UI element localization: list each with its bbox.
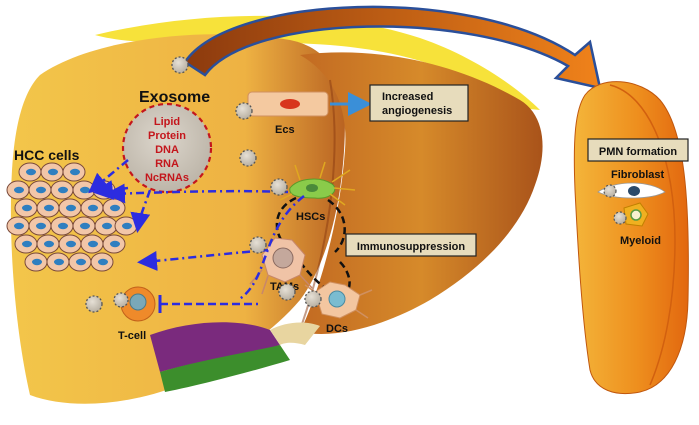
dcs-label: DCs — [326, 323, 348, 335]
exosome-vesicle — [121, 102, 213, 194]
exosome-label: Exosome — [139, 89, 210, 106]
vesicle — [113, 292, 129, 308]
vesicle — [278, 283, 296, 301]
hcc-cell — [36, 234, 60, 254]
hcc-cell — [80, 198, 104, 218]
hcc-cell — [28, 180, 52, 200]
immunosuppression-box — [345, 233, 477, 257]
pmn-formation-box — [587, 138, 689, 162]
angiogenesis-box — [369, 84, 469, 122]
exosome-signaling-arrows — [88, 159, 305, 302]
myeloid-label: Myeloid — [620, 235, 661, 247]
hcc-cell — [36, 198, 60, 218]
hcc-cell — [80, 234, 104, 254]
exosome-cargo-list: Lipid Protein DNA RNA NcRNAs — [145, 116, 189, 184]
hcc-cell — [62, 162, 86, 182]
hcc-cell — [50, 216, 74, 236]
hcc-cell — [58, 198, 82, 218]
angiogenesis-label-line1: Increased — [382, 91, 433, 103]
dendritic-cell — [304, 281, 373, 319]
secreted-vesicles — [85, 56, 322, 313]
lung-vesicle — [613, 211, 627, 225]
hcc-cell — [90, 252, 114, 272]
hcc-cell — [72, 180, 96, 200]
cargo-item: RNA — [155, 158, 179, 170]
hcc-cell — [14, 234, 38, 254]
vesicle — [85, 295, 103, 313]
macrophage-cell — [249, 237, 313, 295]
hcc-cell — [114, 216, 138, 236]
ecs-label: Ecs — [275, 124, 295, 136]
hcc-cell — [50, 180, 74, 200]
hcc-cell — [94, 216, 118, 236]
liver — [10, 15, 543, 404]
immunosuppression-label: Immunosuppression — [357, 241, 465, 253]
hcc-cells-label: HCC cells — [14, 147, 80, 163]
hcc-cell — [18, 162, 42, 182]
endothelial-cell — [247, 91, 329, 117]
cargo-item: NcRNAs — [145, 172, 189, 184]
cargo-item: Lipid — [154, 116, 180, 128]
hcc-cell — [68, 252, 92, 272]
hcc-cell — [6, 216, 30, 236]
hcc-cell — [102, 234, 126, 254]
hcc-cell — [72, 216, 96, 236]
hscs-label: HSCs — [296, 211, 325, 223]
hcc-cell — [14, 198, 38, 218]
vesicle — [304, 290, 322, 308]
tcell-label: T-cell — [118, 330, 146, 342]
hcc-cell — [40, 162, 64, 182]
inhibition-line — [158, 295, 258, 313]
vesicle — [270, 178, 288, 196]
fibroblast-label: Fibroblast — [611, 169, 665, 181]
t-cell — [120, 286, 156, 322]
cargo-item: Protein — [148, 130, 186, 142]
hcc-cell — [24, 252, 48, 272]
vesicle — [249, 236, 267, 254]
lung-vesicle — [603, 184, 617, 198]
vesicle — [171, 56, 189, 74]
pmn-formation-label: PMN formation — [599, 146, 678, 158]
angiogenesis-label-line2: angiogenesis — [382, 105, 452, 117]
hcc-cell — [46, 252, 70, 272]
hcc-cell — [6, 180, 30, 200]
vesicle — [235, 102, 253, 120]
hcc-cell — [58, 234, 82, 254]
hcc-cell — [28, 216, 52, 236]
cargo-item: DNA — [155, 144, 179, 156]
vesicle — [239, 149, 257, 167]
hcc-cell — [102, 198, 126, 218]
myeloid-cell — [623, 202, 649, 227]
stellate-cell — [279, 161, 356, 206]
